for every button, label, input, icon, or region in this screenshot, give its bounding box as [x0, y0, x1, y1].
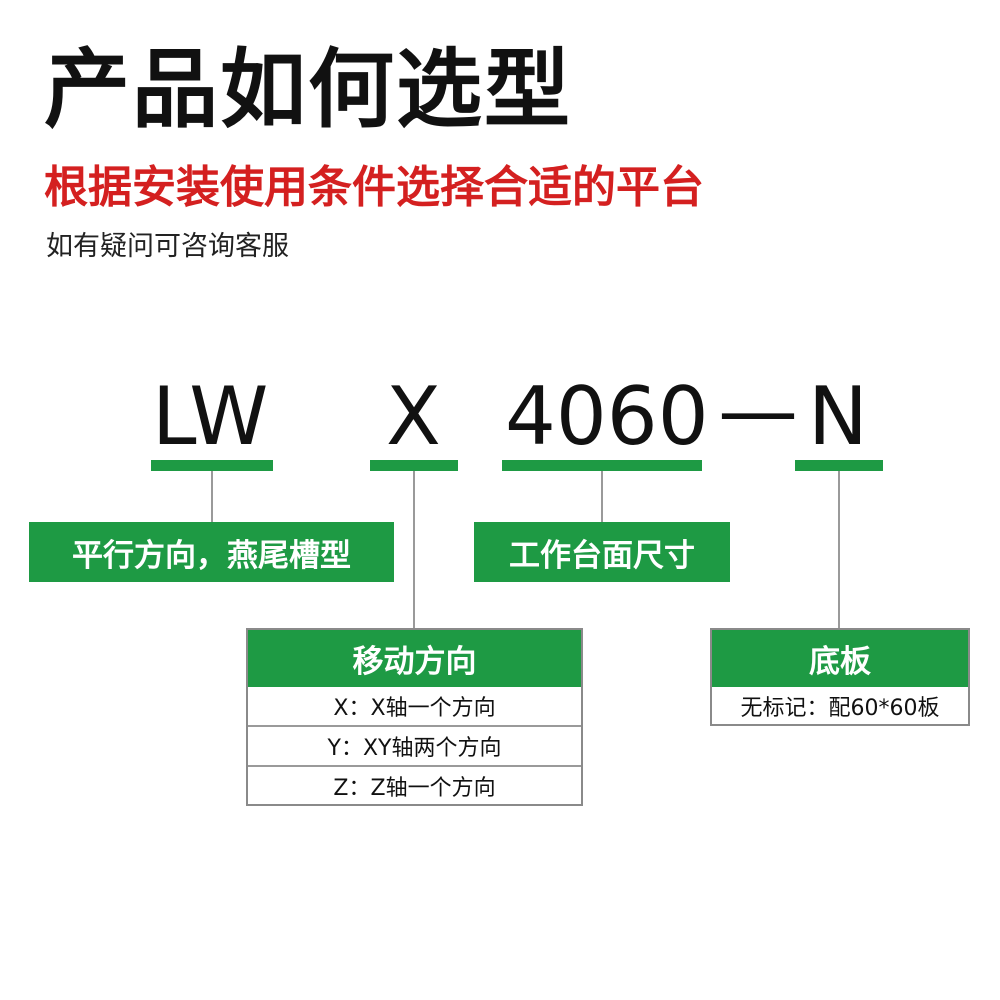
code-size: 4060: [505, 370, 709, 463]
page-subtitle: 根据安装使用条件选择合适的平台: [44, 162, 704, 213]
code-direction: X: [386, 370, 441, 463]
code-series: LW: [152, 370, 269, 463]
code-base: N: [808, 370, 868, 463]
direction-option-y: Y：XY轴两个方向: [248, 725, 581, 765]
contact-note: 如有疑问可咨询客服: [46, 231, 289, 262]
code-dash: —: [718, 364, 798, 457]
base-option-default: 无标记：配60*60板: [740, 696, 940, 721]
label-size: 工作台面尺寸: [474, 522, 730, 582]
underline-series: [151, 460, 273, 471]
underline-direction: [370, 460, 458, 471]
connector-series: [211, 471, 213, 523]
underline-base: [795, 460, 883, 471]
direction-option-z: Z：Z轴一个方向: [248, 765, 581, 805]
direction-option-x: X：X轴一个方向: [333, 696, 496, 721]
underline-size: [502, 460, 702, 471]
base-table: 底板 无标记：配60*60板: [710, 628, 970, 726]
connector-size: [601, 471, 603, 523]
connector-base: [838, 471, 840, 628]
label-type: 平行方向，燕尾槽型: [29, 522, 394, 582]
connector-direction: [413, 471, 415, 628]
base-table-heading: 底板: [712, 630, 968, 687]
direction-table: 移动方向 X：X轴一个方向 Y：XY轴两个方向 Z：Z轴一个方向: [246, 628, 583, 806]
direction-table-heading: 移动方向: [248, 630, 581, 687]
page-title: 产品如何选型: [44, 40, 572, 140]
